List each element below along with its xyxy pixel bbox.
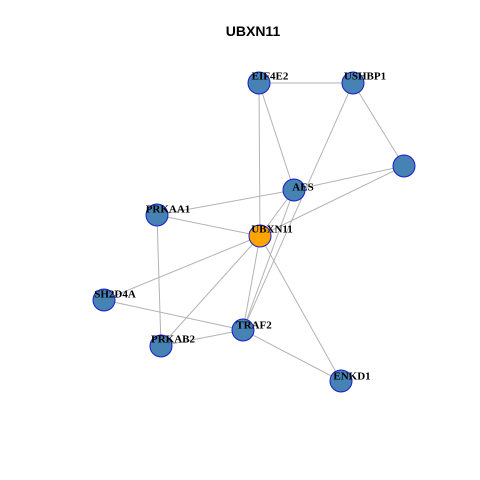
edge-eif4e2-aes xyxy=(258,82,295,191)
node-label-sh2d4a: SH2D4A xyxy=(94,289,136,301)
node-label-enkd1: ENKD1 xyxy=(333,371,370,383)
edge-ubxn11-traf2 xyxy=(242,235,261,331)
edge-traf2-enkd1 xyxy=(242,329,342,382)
node-layer xyxy=(92,71,416,393)
node-ubxn11 xyxy=(248,224,272,248)
node-label-prkab2: PRKAB2 xyxy=(151,334,196,346)
node-ushbp1 xyxy=(341,71,365,95)
node-enkd1 xyxy=(329,369,353,393)
edge-eif4e2-ubxn11 xyxy=(258,82,261,237)
node-sh2d4a xyxy=(92,288,116,312)
edge-ushbp1-traf2 xyxy=(242,82,354,331)
edge-unlabeled-aes xyxy=(293,165,405,191)
edge-aes-traf2 xyxy=(242,189,295,331)
edge-sh2d4a-traf2 xyxy=(103,299,244,331)
edge-ushbp1-unlabeled xyxy=(352,82,405,167)
edge-ubxn11-enkd1 xyxy=(259,235,342,382)
node-aes xyxy=(282,178,306,202)
node-prkab2 xyxy=(149,334,173,358)
node-label-eif4e2: EIF4E2 xyxy=(252,71,289,83)
node-unlabeled xyxy=(392,154,416,178)
edge-ubxn11-prkab2 xyxy=(160,235,261,347)
edge-unlabeled-ubxn11 xyxy=(259,165,405,237)
edge-prkab2-traf2 xyxy=(160,329,244,347)
node-eif4e2 xyxy=(247,71,271,95)
node-label-aes: AES xyxy=(292,182,313,194)
edge-aes-prkaa1 xyxy=(156,189,295,216)
graph-title: UBXN11 xyxy=(226,23,281,39)
edge-prkaa1-prkab2 xyxy=(156,214,162,347)
node-prkaa1 xyxy=(145,203,169,227)
node-label-prkaa1: PRKAA1 xyxy=(146,204,191,216)
edge-ubxn11-sh2d4a xyxy=(103,235,261,301)
node-label-ushbp1: USHBP1 xyxy=(344,71,386,83)
node-label-ubxn11: UBXN11 xyxy=(251,224,293,236)
edge-prkaa1-ubxn11 xyxy=(156,214,261,237)
edge-layer xyxy=(103,82,405,382)
node-traf2 xyxy=(231,318,255,342)
node-label-traf2: TRAF2 xyxy=(236,320,272,332)
